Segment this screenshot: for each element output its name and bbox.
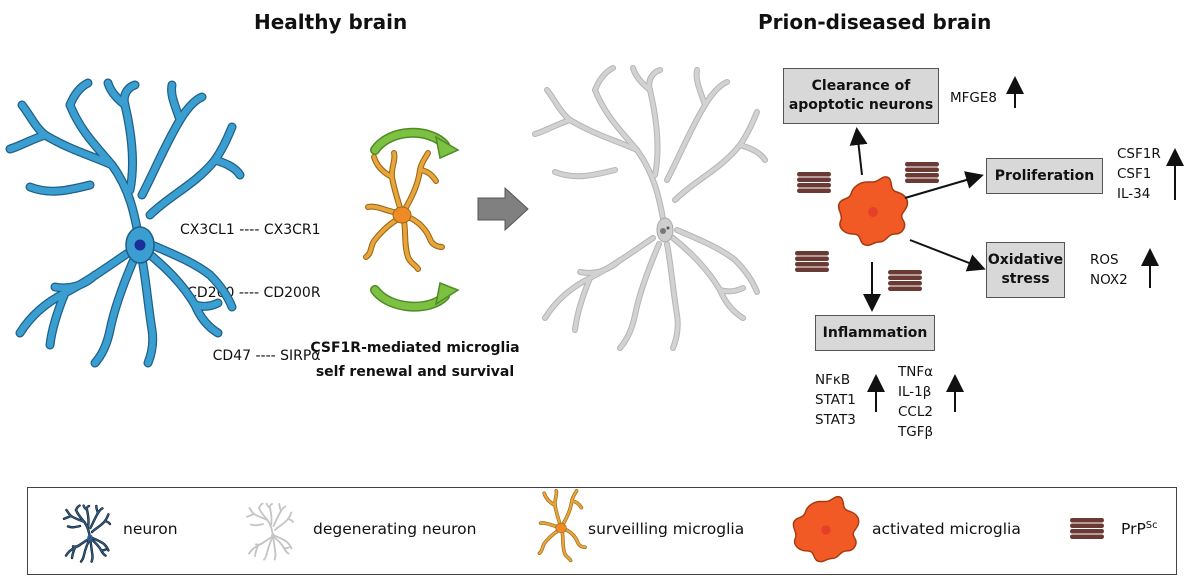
legend-activated-icon xyxy=(792,495,860,563)
oxidative-markers: ROS NOX2 xyxy=(1090,250,1128,290)
legend-icons xyxy=(62,488,1104,563)
marker-csf1: CSF1 xyxy=(1117,166,1152,182)
prp-sup-text: Sc xyxy=(1145,520,1158,531)
inflammation-box: Inflammation xyxy=(815,315,935,351)
clearance-markers: MFGE8 xyxy=(950,88,997,108)
prp-base-text: PrP xyxy=(1121,520,1146,539)
marker-stat3: STAT3 xyxy=(815,412,856,428)
legend-surveilling-label: surveilling microglia xyxy=(588,520,745,538)
caption-line-2: self renewal and survival xyxy=(315,364,515,380)
marker-ros: ROS xyxy=(1090,252,1119,268)
legend-degenerating-icon xyxy=(246,502,294,561)
marker-il34: IL-34 xyxy=(1117,186,1151,202)
legend-degenerating-label: degenerating neuron xyxy=(313,520,477,538)
inflammation-markers-right: TNFα IL-1β CCL2 TGFβ xyxy=(898,362,933,442)
marker-il1b: IL-1β xyxy=(898,384,932,400)
legend-surveilling-icon xyxy=(537,488,587,563)
legend: neuron degenerating neuron surveilling m… xyxy=(27,487,1177,575)
inflammation-markers-left: NFκB STAT1 STAT3 xyxy=(815,370,856,430)
marker-csf1r: CSF1R xyxy=(1117,146,1161,162)
marker-tgfb: TGFβ xyxy=(898,424,934,440)
legend-prp-label: PrPSc xyxy=(1121,520,1158,538)
marker-ccl2: CCL2 xyxy=(898,404,933,420)
prion-diseased-brain-title: Prion-diseased brain xyxy=(758,10,992,34)
proliferation-markers: CSF1R CSF1 IL-34 xyxy=(1117,144,1161,204)
legend-neuron-icon xyxy=(62,504,112,563)
marker-nox2: NOX2 xyxy=(1090,272,1128,288)
pair-cd47: CD47 ---- SIRPα xyxy=(212,348,321,364)
clearance-label-2: apoptotic neurons xyxy=(788,97,934,113)
marker-nfkb: NFκB xyxy=(815,372,851,388)
legend-activated-label: activated microglia xyxy=(872,520,1021,538)
clearance-box: Clearance of apoptotic neurons xyxy=(783,68,939,124)
pair-cx3cl1: CX3CL1 ---- CX3CR1 xyxy=(180,222,321,238)
clearance-label-1: Clearance of xyxy=(811,78,911,94)
marker-mfge8: MFGE8 xyxy=(950,90,997,106)
legend-neuron-label: neuron xyxy=(123,520,178,538)
oxidative-label-1: Oxidative xyxy=(987,252,1064,268)
marker-tnfa: TNFα xyxy=(898,364,934,380)
oxidative-label-2: stress xyxy=(1001,271,1050,287)
healthy-brain-title: Healthy brain xyxy=(254,10,408,34)
caption-line-1: CSF1R-mediated microglia xyxy=(310,340,520,356)
marker-stat1: STAT1 xyxy=(815,392,856,408)
legend-prp-icon xyxy=(1070,518,1104,539)
proliferation-box: Proliferation xyxy=(986,158,1103,194)
oxidative-stress-box: Oxidative stress xyxy=(986,242,1065,298)
csf1r-caption: CSF1R-mediated microglia self renewal an… xyxy=(300,336,530,384)
